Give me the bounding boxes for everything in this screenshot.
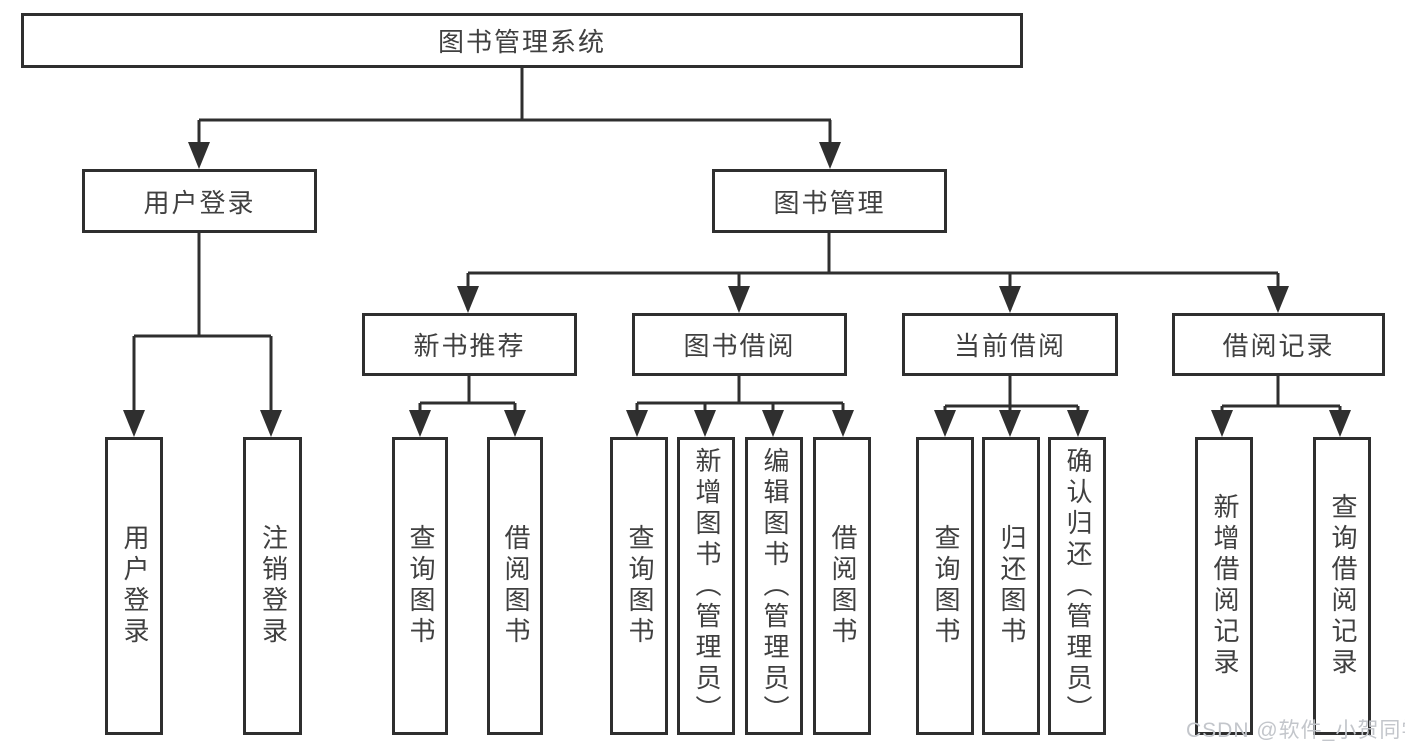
- leaf-borrow-book-1: 借阅图书: [487, 437, 543, 735]
- leaf-query-borrow-record: 查询借阅记录: [1313, 437, 1371, 735]
- node-label: 当前借阅: [953, 331, 1066, 361]
- node-label: 确认归还（管理员）: [1062, 446, 1093, 726]
- leaf-add-book-admin: 新增图书（管理员）: [677, 437, 735, 735]
- node-current-borrow: 当前借阅: [902, 313, 1118, 376]
- node-label: 查询借阅记录: [1327, 493, 1358, 679]
- node-label: 图书借阅: [683, 331, 796, 361]
- node-label: 归还图书: [996, 524, 1027, 648]
- node-label: 新书推荐: [413, 331, 526, 361]
- node-label: 用户登录: [143, 187, 256, 218]
- csdn-watermark: CSDN @软件_小贺同学: [1186, 719, 1405, 742]
- node-book-borrow: 图书借阅: [632, 313, 847, 376]
- node-borrow-record: 借阅记录: [1172, 313, 1385, 376]
- leaf-query-book-2: 查询图书: [610, 437, 668, 735]
- node-label: 图书管理: [773, 187, 886, 218]
- leaf-add-borrow-record: 新增借阅记录: [1195, 437, 1253, 735]
- leaf-confirm-return-admin: 确认归还（管理员）: [1048, 437, 1106, 735]
- node-book-management: 图书管理: [712, 169, 947, 233]
- leaf-user-login: 用户登录: [105, 437, 163, 735]
- node-user-login: 用户登录: [82, 169, 317, 233]
- leaf-query-book-3: 查询图书: [916, 437, 974, 735]
- node-label: 借阅图书: [500, 524, 531, 648]
- leaf-return-book: 归还图书: [982, 437, 1040, 735]
- leaf-query-book-1: 查询图书: [392, 437, 448, 735]
- leaf-logout: 注销登录: [243, 437, 302, 735]
- node-label: 新增借阅记录: [1209, 493, 1240, 679]
- node-label: 新增图书（管理员）: [691, 446, 722, 726]
- node-label: 查询图书: [930, 524, 961, 648]
- node-root-system: 图书管理系统: [21, 13, 1023, 68]
- node-label: 编辑图书（管理员）: [759, 446, 790, 726]
- node-label: 查询图书: [405, 524, 436, 648]
- node-label: 查询图书: [624, 524, 655, 648]
- node-new-book-recommend: 新书推荐: [362, 313, 577, 376]
- node-label: 注销登录: [258, 524, 289, 648]
- leaf-edit-book-admin: 编辑图书（管理员）: [745, 437, 803, 735]
- node-label: 借阅记录: [1222, 331, 1335, 361]
- node-label: 图书管理系统: [437, 27, 606, 57]
- leaf-borrow-book-2: 借阅图书: [813, 437, 871, 735]
- node-label: 借阅图书: [827, 524, 858, 648]
- node-label: 用户登录: [119, 524, 150, 648]
